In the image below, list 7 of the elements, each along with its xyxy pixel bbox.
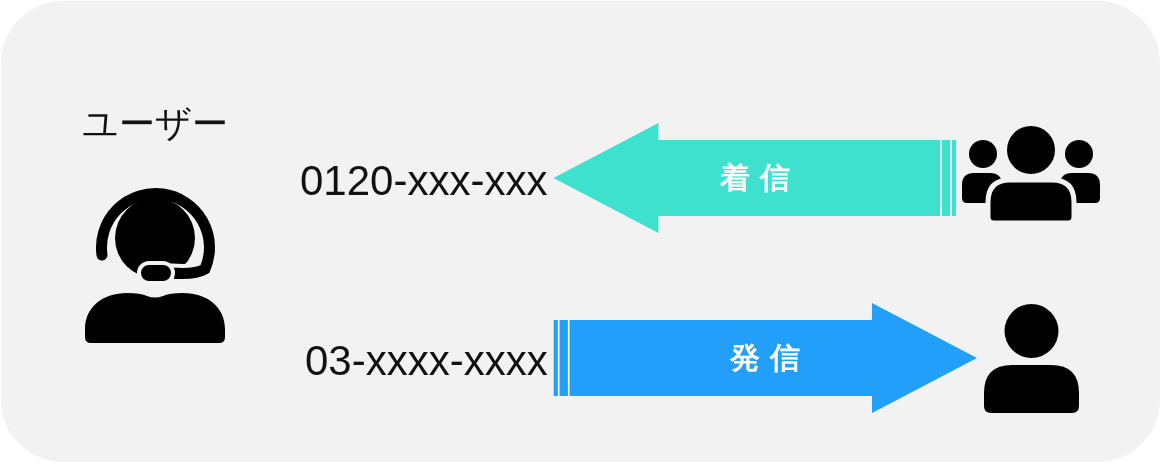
role-label: ユーザー [82,106,228,142]
edge-label: 着信 [720,163,800,193]
phone-number: 0120-xxx-xxx [300,160,548,202]
person-icon [983,304,1080,413]
edge-label: 発信 [730,343,810,373]
people-group-icon [962,125,1100,223]
phone-number: 03-xxxx-xxxx [305,340,548,382]
